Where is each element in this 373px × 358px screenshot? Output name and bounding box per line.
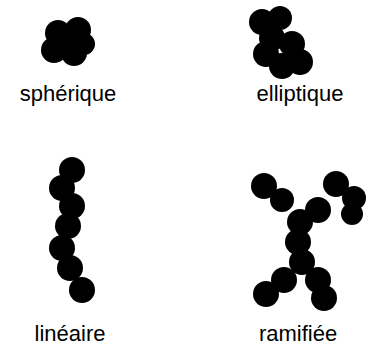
linear-cluster [49,157,95,303]
shape-label: ramifiée [259,322,337,346]
shape-label: sphérique [20,82,117,106]
shape-label: elliptique [257,82,344,106]
shape-label: linéaire [35,322,106,346]
elliptical-cluster [249,6,313,79]
branched-cluster [251,171,366,311]
spherical-cluster [41,17,95,66]
